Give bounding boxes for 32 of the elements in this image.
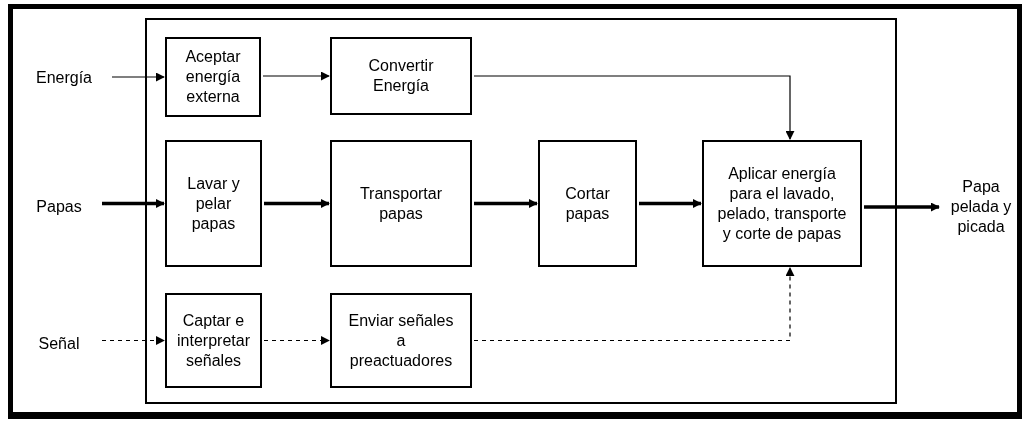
function-box bbox=[165, 37, 261, 117]
box-label: Aplicar energía para el lavado, pelado, transporte y corte de papas bbox=[716, 163, 848, 244]
arrow bbox=[111, 72, 165, 82]
arrow bbox=[264, 199, 330, 208]
arrow bbox=[473, 75, 795, 140]
function-box bbox=[165, 293, 262, 388]
box-label: Cortar papas bbox=[564, 183, 611, 224]
function-box bbox=[330, 140, 472, 267]
function-box bbox=[538, 140, 637, 267]
box-label: Aceptar energía externa bbox=[184, 47, 242, 107]
arrow bbox=[262, 71, 330, 81]
arrow bbox=[473, 267, 795, 342]
box-label: Transportar papas bbox=[358, 183, 444, 224]
system-boundary-box bbox=[145, 18, 897, 404]
box-label: Lavar y pelar papas bbox=[186, 173, 241, 234]
arrow bbox=[102, 199, 165, 208]
arrow bbox=[474, 199, 538, 208]
box-label: Captar e interpretar señales bbox=[177, 310, 250, 371]
arrow bbox=[639, 199, 702, 208]
flow-label: Papa pelada y picada bbox=[949, 177, 1013, 237]
function-box bbox=[330, 37, 472, 115]
flow-label: Papas bbox=[36, 197, 82, 217]
function-box bbox=[165, 140, 262, 267]
arrow bbox=[101, 336, 165, 345]
function-box bbox=[330, 293, 472, 388]
arrow bbox=[263, 336, 330, 345]
box-label: Enviar señales a preactuadores bbox=[347, 310, 455, 371]
flow-label: Energía bbox=[35, 68, 92, 88]
box-label: Convertir Energía bbox=[367, 56, 435, 96]
function-box bbox=[702, 140, 862, 267]
flow-label: Señal bbox=[38, 334, 80, 354]
arrow bbox=[864, 202, 940, 212]
